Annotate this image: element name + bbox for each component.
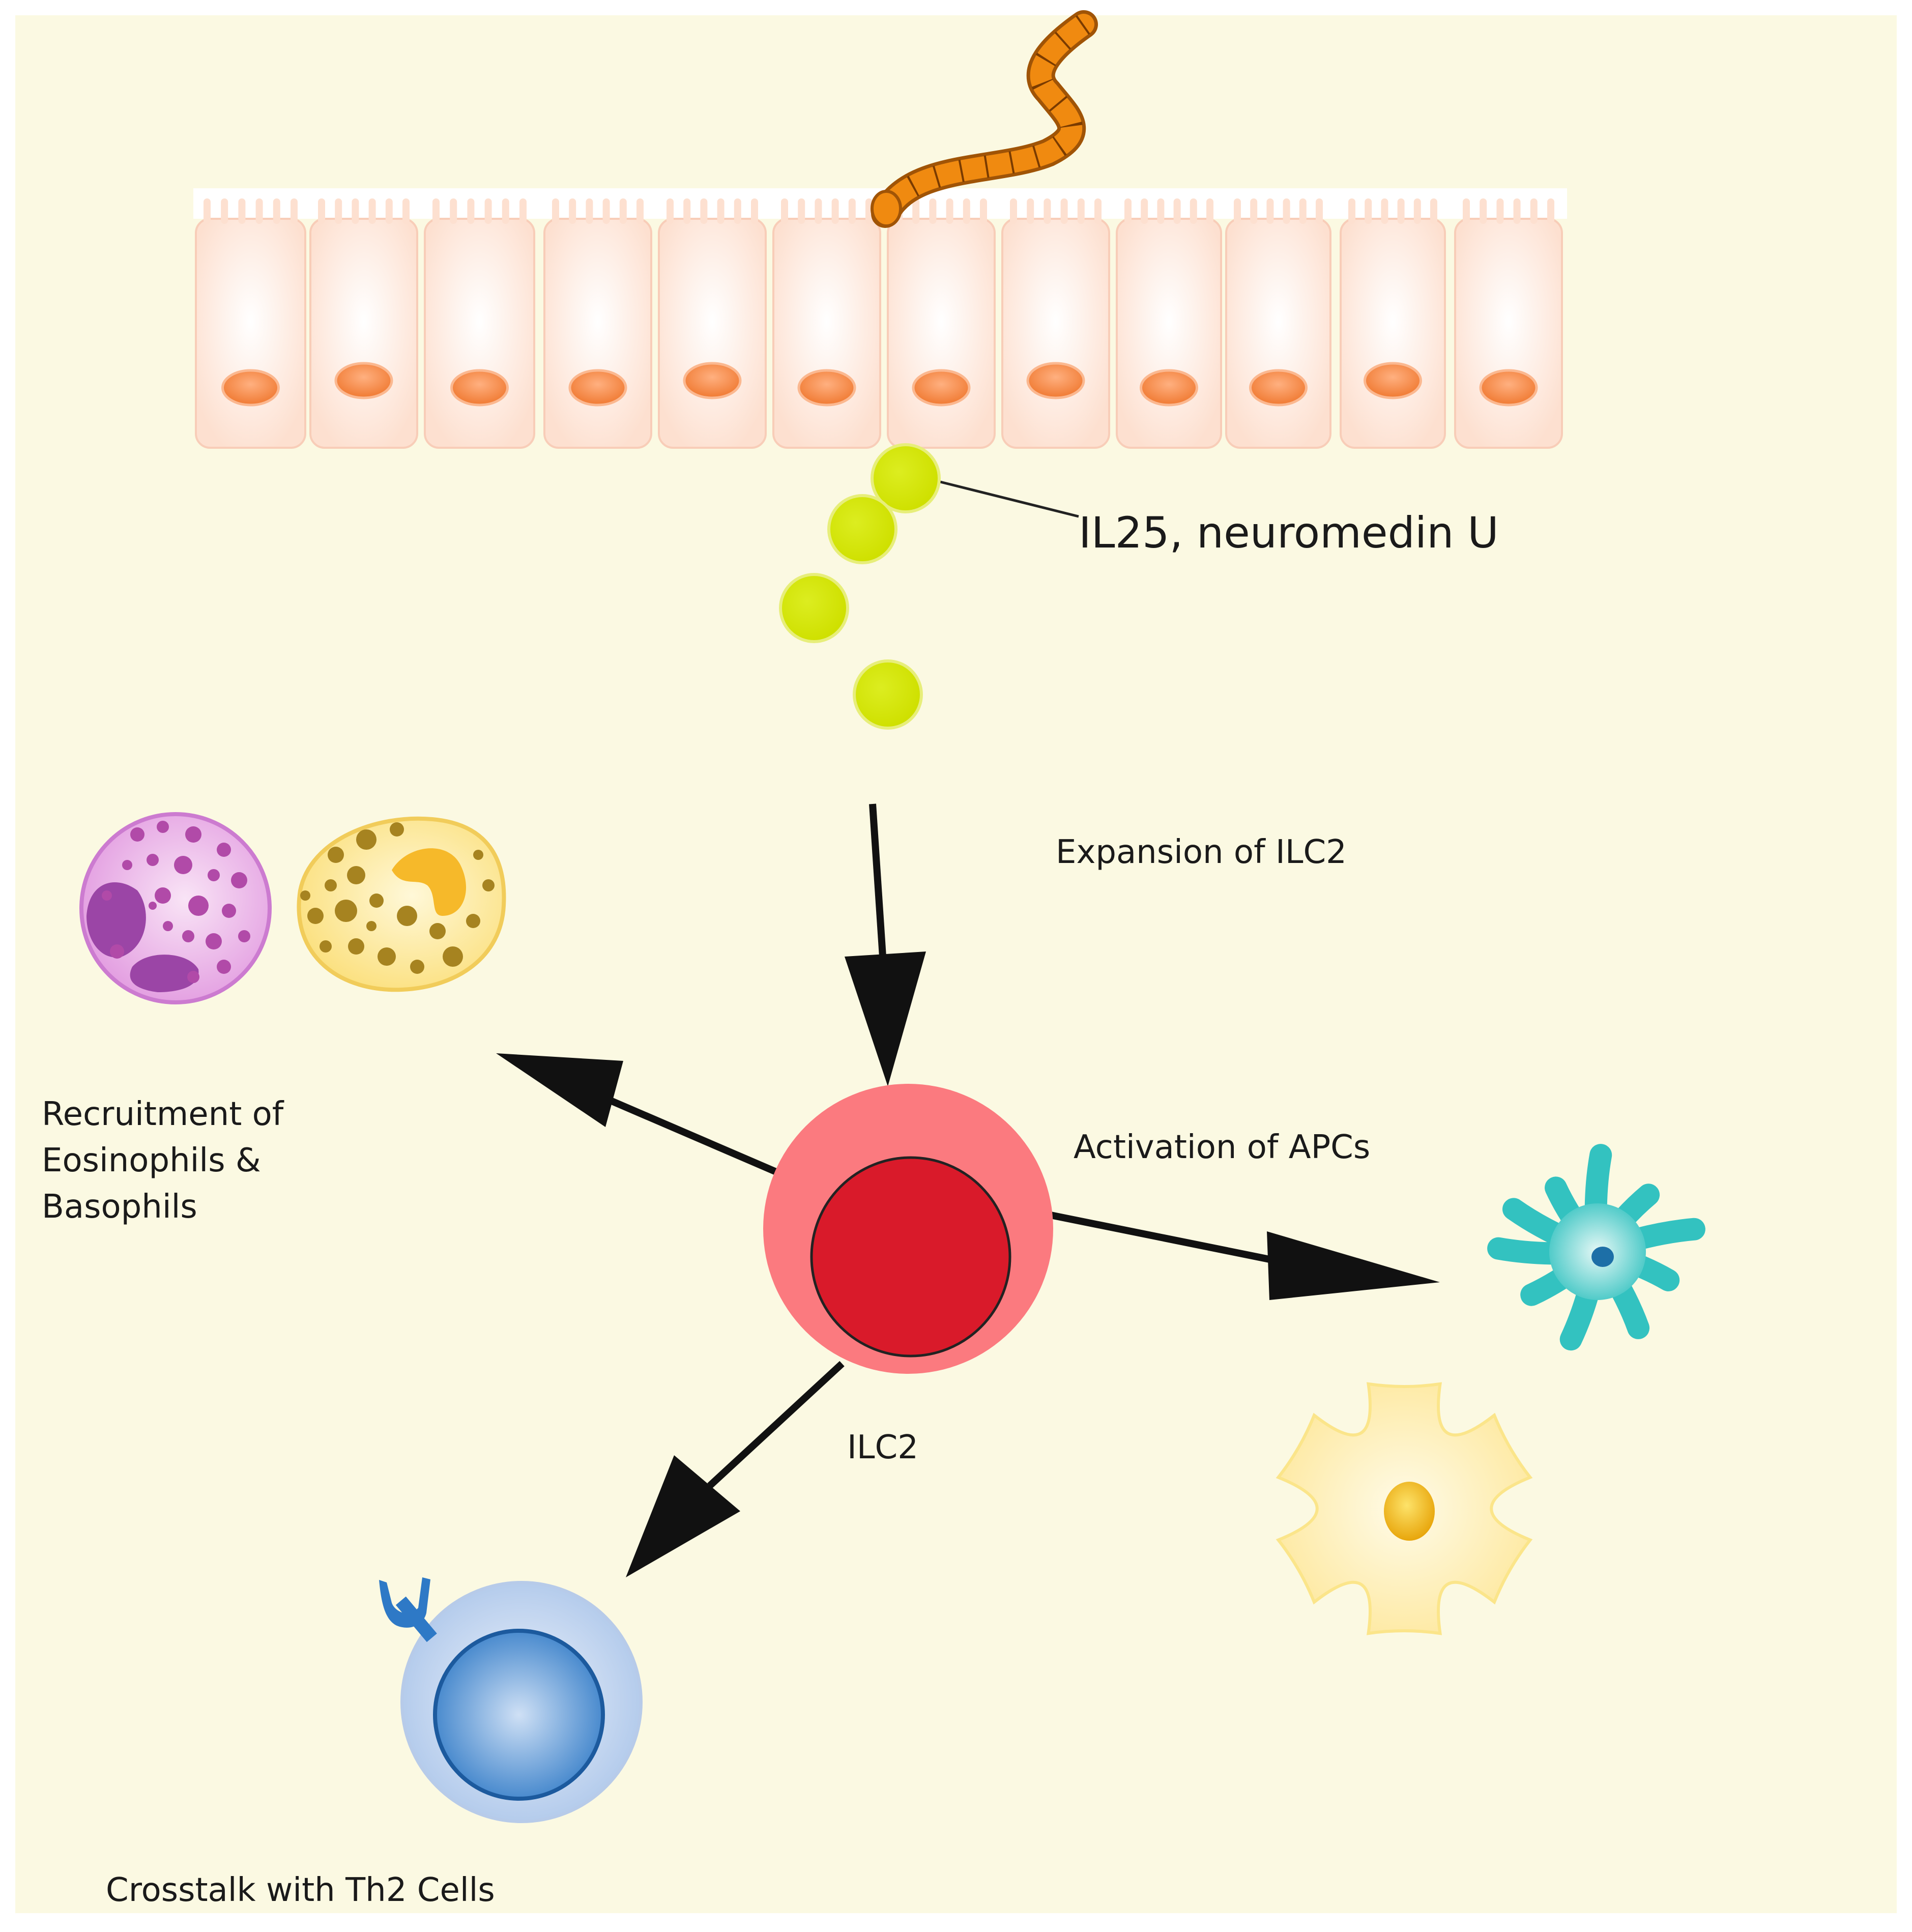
epithelial-cell [195, 198, 306, 449]
th2-receptor-icon [379, 1577, 437, 1642]
arrow-crosstalk [626, 1361, 845, 1577]
activation-label: Activation of APCs [1074, 1129, 1371, 1166]
dendritic-cell-icon [1487, 1144, 1705, 1351]
crosstalk-label: Crosstalk with Th2 Cells [106, 1871, 495, 1909]
epithelial-nucleus [1479, 369, 1538, 407]
basophil-cell-icon [297, 816, 506, 992]
epithelial-nucleus [1249, 369, 1308, 407]
epithelial-nucleus [334, 362, 393, 399]
cytokine-leader-line [936, 479, 1079, 518]
epithelial-cell [1001, 198, 1110, 449]
recruitment-line-3: Basophils [42, 1188, 197, 1226]
epithelial-layer [193, 188, 1567, 449]
recruitment-line-2: Eosinophils & [42, 1141, 261, 1179]
th2-cell-icon [379, 1577, 643, 1823]
expansion-label: Expansion of ILC2 [1056, 833, 1347, 871]
epithelial-cell [887, 198, 996, 449]
macrophage-cell-icon [1276, 1382, 1533, 1635]
arrow-expansion [845, 803, 926, 1086]
epithelial-nucleus [912, 369, 971, 407]
epithelial-cell [1116, 198, 1222, 449]
epithelial-cell [1454, 198, 1563, 449]
epithelial-cell [424, 198, 535, 449]
recruitment-label: Recruitment of Eosinophils & Basophils [42, 1091, 327, 1230]
epithelial-nucleus [450, 369, 509, 407]
epithelial-nucleus [1364, 362, 1422, 399]
ilc2-label: ILC2 [847, 1429, 918, 1466]
epithelial-cell [543, 198, 652, 449]
arrow-recruitment [496, 1053, 780, 1176]
epithelial-nucleus [1140, 369, 1198, 407]
epithelial-nucleus [683, 362, 742, 399]
cytokine-label: IL25, neuromedin U [1079, 508, 1499, 558]
epithelial-nucleus [797, 369, 856, 407]
epithelial-cell [309, 198, 418, 449]
epithelial-cell [1340, 198, 1446, 449]
ilc2-cell [763, 1084, 1053, 1374]
recruitment-line-1: Recruitment of [42, 1095, 284, 1133]
arrows [496, 803, 1440, 1577]
eosinophil-cell-icon [79, 812, 272, 1004]
epithelial-nucleus [221, 369, 280, 407]
epithelial-cell [658, 198, 767, 449]
epithelial-nucleus [568, 369, 627, 407]
epithelial-cell [772, 198, 881, 449]
epithelial-nucleus [1026, 362, 1085, 399]
worm-icon [871, 10, 1098, 228]
cytokine-balls [779, 443, 1079, 730]
arrow-activation [1042, 1210, 1440, 1300]
epithelial-cell [1225, 198, 1331, 449]
